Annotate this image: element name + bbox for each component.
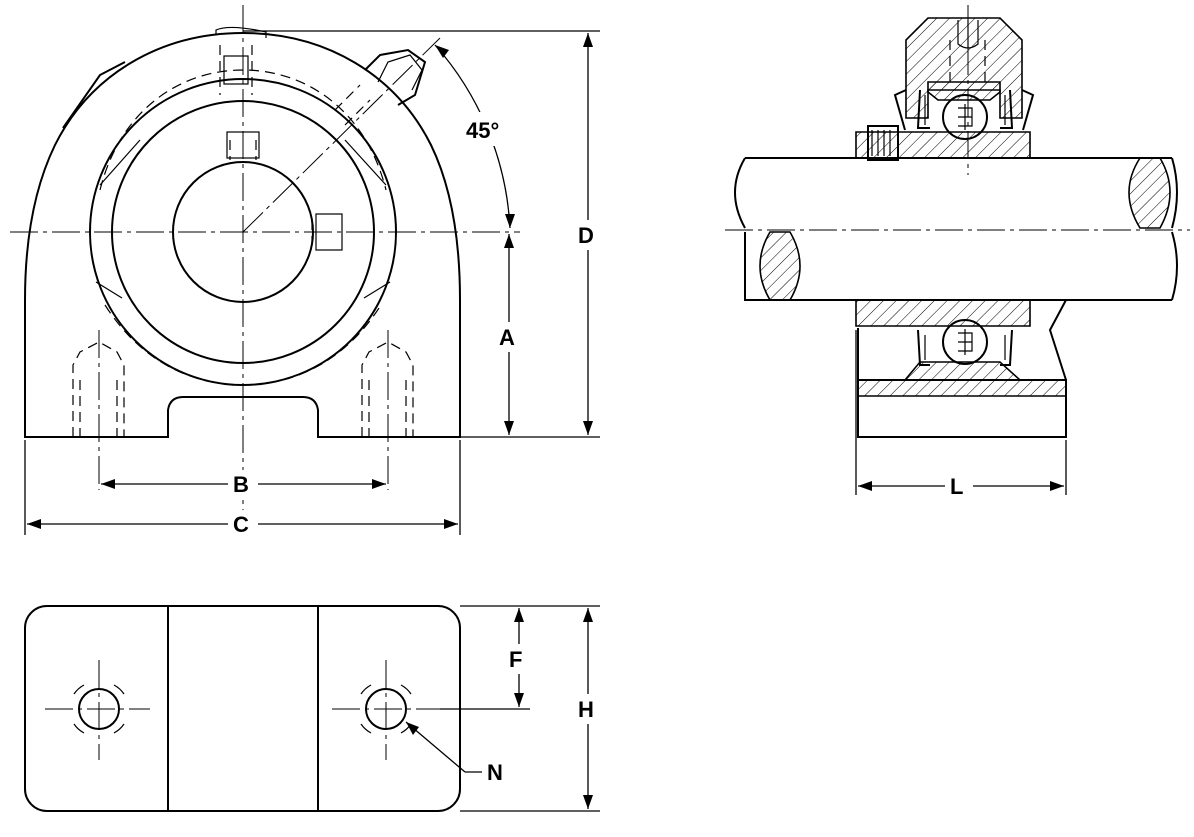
mount-hole-left: [45, 660, 150, 760]
ball-bottom: [942, 319, 988, 365]
shaft-upper: [734, 157, 1172, 229]
label-C: C: [233, 512, 249, 537]
label-N: N: [487, 760, 503, 785]
bottom-view: F H N: [24, 605, 602, 812]
inner-ring-top: [855, 131, 1031, 159]
collar-screw: [867, 125, 899, 161]
bolt-hole-left: [72, 341, 125, 437]
label-A: A: [499, 325, 515, 350]
shaft-lower: [744, 232, 1172, 301]
inner-ring-bottom: [855, 299, 1031, 327]
label-F: F: [509, 647, 522, 672]
base-section: [857, 361, 1067, 397]
housing-top-section: [905, 17, 1023, 119]
ball-top: [942, 94, 988, 140]
top-pin: [223, 55, 249, 85]
shaft-break-right: [1128, 157, 1171, 229]
label-L: L: [950, 474, 963, 499]
front-view: 45° D A B C: [10, 5, 602, 538]
shaft-break-left: [759, 231, 801, 301]
housing-outline: [24, 31, 461, 438]
angle-label: 45°: [466, 118, 499, 143]
label-D: D: [578, 223, 594, 248]
housing-bore-hidden: [99, 69, 387, 191]
casting-bump: [62, 61, 126, 129]
label-H: H: [578, 697, 594, 722]
side-view: L: [725, 5, 1190, 500]
bolt-hole-right: [361, 341, 414, 437]
top-slot: [215, 26, 267, 38]
mount-hole-right: [332, 660, 440, 760]
grease-fitting: [377, 54, 423, 91]
lube-boss: [364, 48, 427, 106]
label-B: B: [233, 472, 249, 497]
diagonal-centerline: [242, 37, 441, 233]
